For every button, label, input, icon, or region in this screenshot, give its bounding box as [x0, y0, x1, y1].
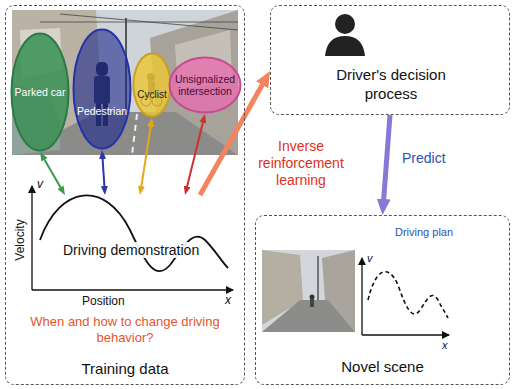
street-photo — [12, 10, 238, 155]
ellipse-outline — [132, 52, 172, 118]
plot-label: v — [37, 177, 43, 191]
velocity-curve — [40, 195, 228, 271]
plot-label: x — [442, 339, 448, 351]
plot-label: v — [367, 252, 373, 264]
node-text: Novel scene — [256, 358, 509, 375]
plan-curve — [368, 272, 448, 318]
node-text: Parked car — [15, 86, 66, 98]
node-text: Driving demonstration — [61, 242, 201, 258]
object-ellipse: Unsignalized intersection — [168, 56, 242, 114]
object-ellipse: Parked car — [10, 32, 70, 152]
node-text: Cyclist — [137, 89, 166, 101]
novel-scene-photo — [262, 250, 355, 332]
plot-label: Position — [82, 294, 125, 308]
connector-arrow — [102, 157, 104, 188]
plot-area: Driving demonstration — [35, 195, 235, 290]
novel-scene-panel: Novel scene — [255, 215, 510, 385]
node-text: Training data — [6, 360, 244, 377]
plot-label: Driving plan — [395, 226, 453, 238]
object-ellipse: Cyclist — [132, 52, 172, 118]
connector-arrow — [187, 121, 204, 188]
plot-label: Velocity — [13, 219, 27, 260]
edge-label: Inverse reinforcement learning — [255, 138, 347, 188]
plot-label: x — [225, 293, 231, 307]
connector-arrow — [44, 158, 62, 189]
edge-label: Predict — [402, 150, 446, 166]
connector-arrow — [141, 125, 151, 188]
node-text: Unsignalized intersection — [173, 73, 237, 97]
node-text: Driver's decision process — [316, 66, 466, 104]
ellipse-outline — [72, 28, 132, 150]
plot-label: When and how to change driving behavior? — [15, 314, 235, 347]
node-text: Pedestrian — [77, 105, 127, 117]
object-ellipse: Pedestrian — [72, 28, 132, 150]
person-icon — [325, 14, 365, 56]
connector-arrow — [384, 115, 390, 201]
decision-panel: Driver's decision process — [270, 5, 510, 115]
